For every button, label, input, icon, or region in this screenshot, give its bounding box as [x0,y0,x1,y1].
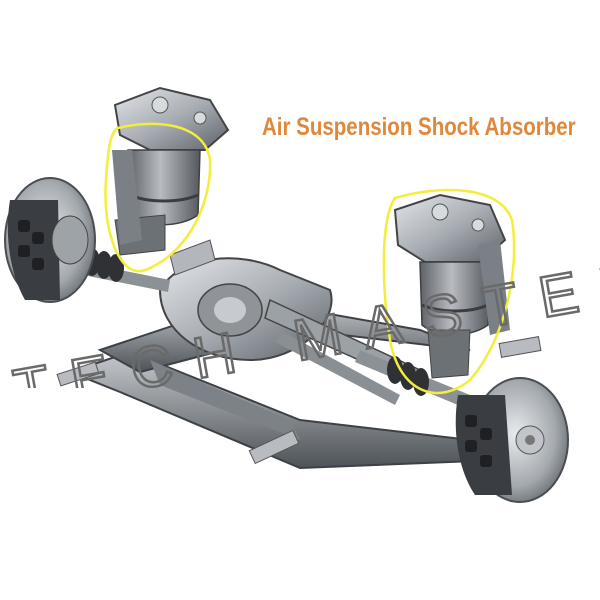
highlight-left [104,122,212,273]
left-brake [4,177,96,303]
right-air-strut [393,193,510,379]
differential [158,239,421,405]
left-air-strut [112,86,230,256]
product-caption: Air Suspension Shock Absorber [262,113,576,141]
right-brake [455,377,569,503]
highlight-right [382,188,516,395]
